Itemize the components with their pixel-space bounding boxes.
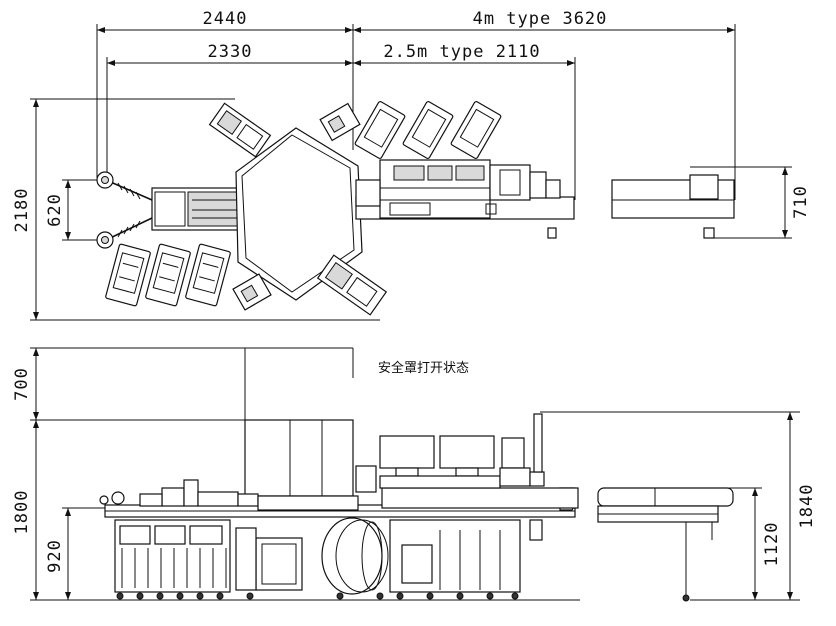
loading-carts: [114, 519, 231, 593]
dim-top-left: 2440: [203, 9, 248, 29]
cover-open-note: 安全罩打开状态: [378, 360, 469, 376]
casters: [116, 592, 519, 600]
dim-height-total: 2180: [12, 188, 32, 233]
dim-top-right: 4m type 3620: [473, 9, 608, 29]
tray-cassettes-top: [354, 100, 502, 160]
dim-height-right: 710: [791, 185, 811, 219]
side-conveyor-extension: [597, 487, 734, 507]
side-view-equipment: [90, 348, 734, 602]
process-modules: [208, 102, 388, 316]
dim-cover-open: 700: [12, 367, 32, 401]
dim-right-conveyor: 1120: [762, 522, 782, 567]
monitor: [439, 435, 495, 469]
plan-view-equipment: [96, 100, 735, 316]
dim-second-right: 2.5m type 2110: [383, 42, 540, 62]
dim-body-height: 1800: [12, 490, 32, 535]
monitor: [379, 435, 435, 469]
plan-dimensions: 2440 4m type 3620 2330 2.5m type 2110 21…: [12, 9, 811, 321]
dim-right-total: 1840: [797, 484, 817, 529]
drum: [321, 517, 383, 595]
signal-tower: [533, 413, 543, 473]
safety-cover-cabinet: [244, 419, 354, 497]
dim-table-height: 920: [45, 539, 65, 573]
dim-height-inner: 620: [45, 193, 65, 227]
tray-cassettes-left: [105, 243, 231, 307]
dim-second-left: 2330: [208, 42, 253, 62]
